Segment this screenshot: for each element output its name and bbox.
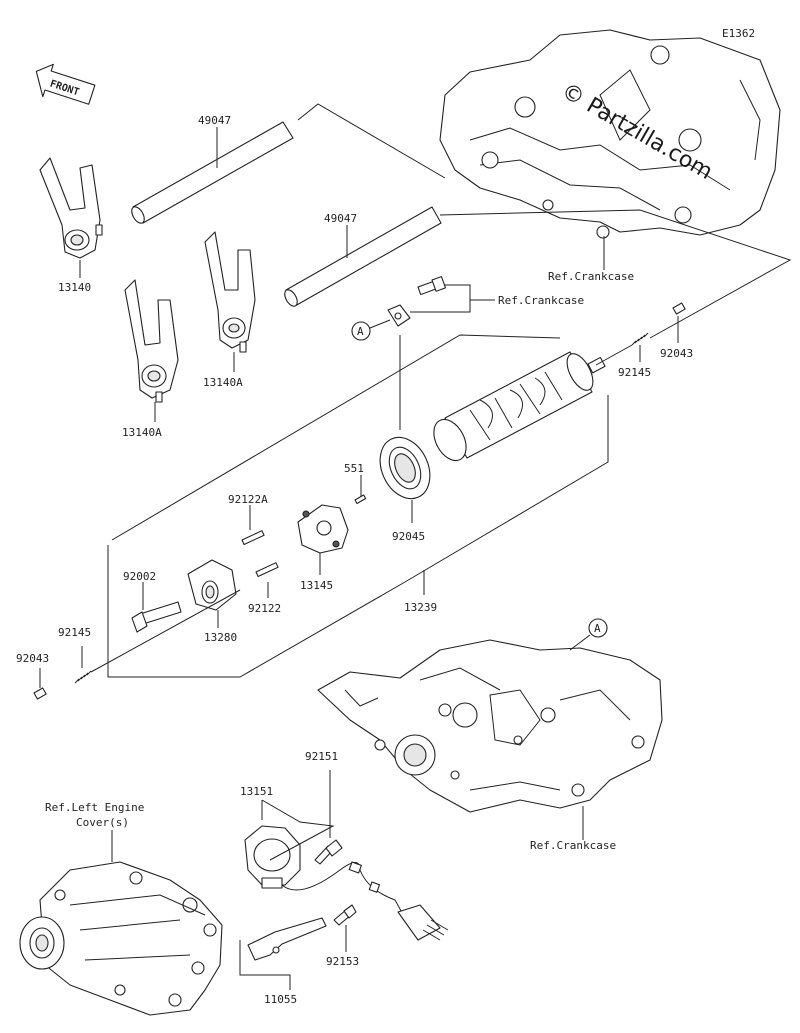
label-11055: 11055 <box>264 993 297 1006</box>
left-engine-cover <box>19 861 223 1016</box>
bolt-92002 <box>131 601 182 633</box>
shift-rod-lower <box>284 206 442 307</box>
spring-92145-left <box>74 670 92 684</box>
label-92122a: 92122A <box>228 493 268 506</box>
svg-text:A: A <box>357 325 364 338</box>
bearing-92045 <box>379 436 431 500</box>
label-92151: 92151 <box>305 750 338 763</box>
shift-drum-13239 <box>433 351 606 462</box>
label-ref-left-cover-2: Cover(s) <box>76 816 129 829</box>
diagram-code: E1362 <box>722 27 755 40</box>
label-13140: 13140 <box>58 281 91 294</box>
crankcase-bottom <box>317 639 663 813</box>
crankcase-top: © Partzilla.com <box>439 29 781 239</box>
label-92043-right: 92043 <box>660 347 693 360</box>
label-ref-crankcase-bot: Ref.Crankcase <box>530 839 616 852</box>
label-92043-left: 92043 <box>16 652 49 665</box>
label-13280: 13280 <box>204 631 237 644</box>
label-13140a-upper: 13140A <box>203 376 243 389</box>
bolt-and-plate <box>387 276 447 327</box>
front-arrow-icon: FRONT <box>35 63 96 105</box>
clamp-11055 <box>247 917 327 961</box>
label-92145-right: 92145 <box>618 366 651 379</box>
callout-a-bottom: A <box>588 618 608 638</box>
cam-13145 <box>297 504 349 554</box>
sensor-13151 <box>244 825 449 941</box>
label-49047-upper: 49047 <box>198 114 231 127</box>
label-92122: 92122 <box>248 602 281 615</box>
svg-text:A: A <box>594 622 601 635</box>
shift-fork-13140a-upper <box>204 231 256 353</box>
bolt-92153 <box>333 904 357 926</box>
label-92153: 92153 <box>326 955 359 968</box>
shift-fork-13140a-lower <box>124 279 179 403</box>
label-ref-crankcase-top: Ref.Crankcase <box>548 270 634 283</box>
label-92145-left: 92145 <box>58 626 91 639</box>
label-13145: 13145 <box>300 579 333 592</box>
label-ref-left-cover-1: Ref.Left Engine <box>45 801 144 814</box>
label-ref-crankcase-mid: Ref.Crankcase <box>498 294 584 307</box>
label-13151: 13151 <box>240 785 273 798</box>
label-49047-lower: 49047 <box>324 212 357 225</box>
spring-92145-right <box>631 332 649 346</box>
collar-13280 <box>187 559 237 611</box>
label-92045: 92045 <box>392 530 425 543</box>
bolt-92151 <box>314 839 343 865</box>
label-92002: 92002 <box>123 570 156 583</box>
shift-rod-upper <box>131 121 294 224</box>
label-551: 551 <box>344 462 364 475</box>
callout-a-mid: A <box>351 321 371 341</box>
shift-fork-13140 <box>39 157 103 259</box>
label-13239: 13239 <box>404 601 437 614</box>
pin-92043-right <box>672 302 686 315</box>
label-13140a-lower: 13140A <box>122 426 162 439</box>
